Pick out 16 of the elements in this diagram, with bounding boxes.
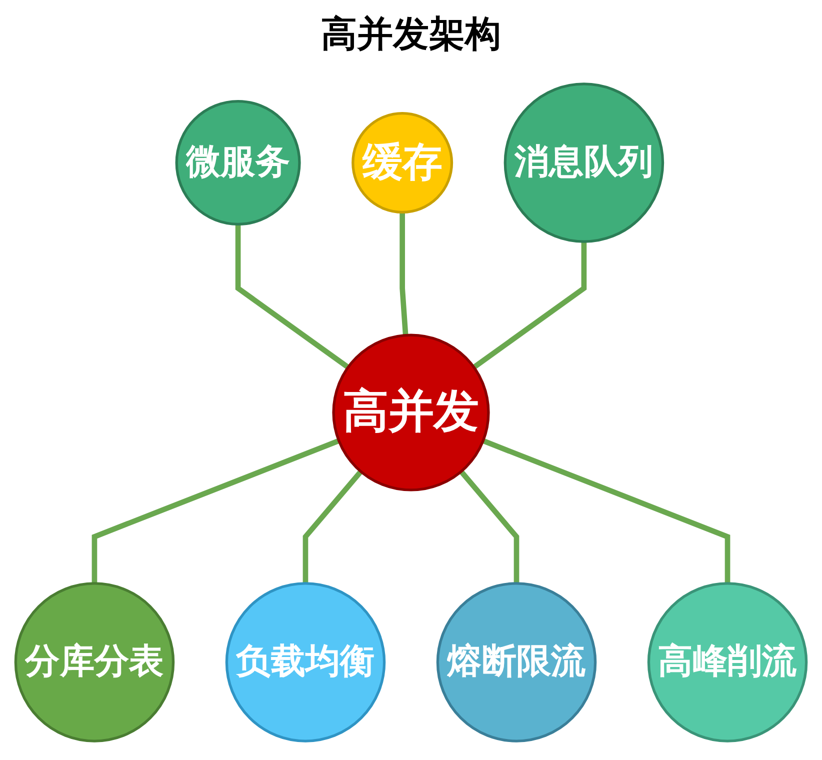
diagram-title: 高并发架构 bbox=[321, 13, 501, 57]
topic-circle: 熔断限流 bbox=[436, 582, 597, 742]
connector-line bbox=[302, 470, 363, 584]
connector-line bbox=[482, 438, 730, 584]
topic-circle: 缓存 bbox=[352, 112, 454, 214]
topic-circle: 负载均衡 bbox=[225, 582, 386, 742]
topic-circle: 消息队列 bbox=[504, 82, 664, 243]
connector-line bbox=[472, 242, 587, 370]
connector-line bbox=[459, 470, 520, 584]
connector-line bbox=[400, 212, 408, 336]
topic-circle: 高峰削流 bbox=[647, 582, 808, 742]
connector-line bbox=[92, 438, 340, 584]
topic-circle: 高并发 bbox=[332, 334, 490, 492]
topic-circle: 微服务 bbox=[175, 100, 301, 226]
connector-line bbox=[235, 224, 350, 370]
topic-circle: 分库分表 bbox=[14, 582, 175, 742]
